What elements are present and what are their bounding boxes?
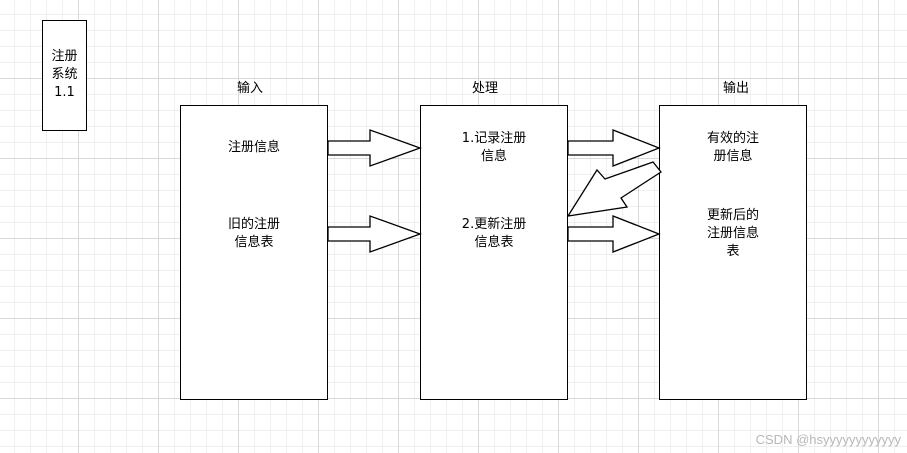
header-output: 输出 — [722, 81, 749, 96]
output-item-valid-registration-info: 有效的注 册信息 — [706, 131, 759, 164]
input-item-registration-info: 注册信息 — [227, 140, 280, 155]
process-box — [420, 105, 568, 400]
output-item-updated-registration-table: 更新后的 注册信息 表 — [706, 208, 759, 259]
process-item-update-registration-table: 2.更新注册 信息表 — [461, 217, 527, 250]
system-box — [42, 20, 87, 131]
system-box-label: 注册 系统 1.1 — [51, 49, 78, 100]
header-input: 输入 — [236, 81, 263, 96]
watermark: CSDN @hsyyyyyyyyyyyy — [755, 432, 901, 447]
input-box — [180, 105, 328, 400]
arrow-update-to-output — [567, 215, 661, 253]
input-item-old-registration-table: 旧的注册 信息表 — [227, 217, 280, 250]
header-process: 处理 — [471, 81, 498, 96]
arrow-input-to-update — [327, 215, 422, 253]
arrow-record-to-output — [567, 129, 661, 167]
arrow-input-to-record — [327, 129, 422, 167]
arrow-output-feedback-to-update — [566, 161, 662, 217]
process-item-record-registration: 1.记录注册 信息 — [461, 131, 527, 164]
output-box — [659, 105, 807, 400]
